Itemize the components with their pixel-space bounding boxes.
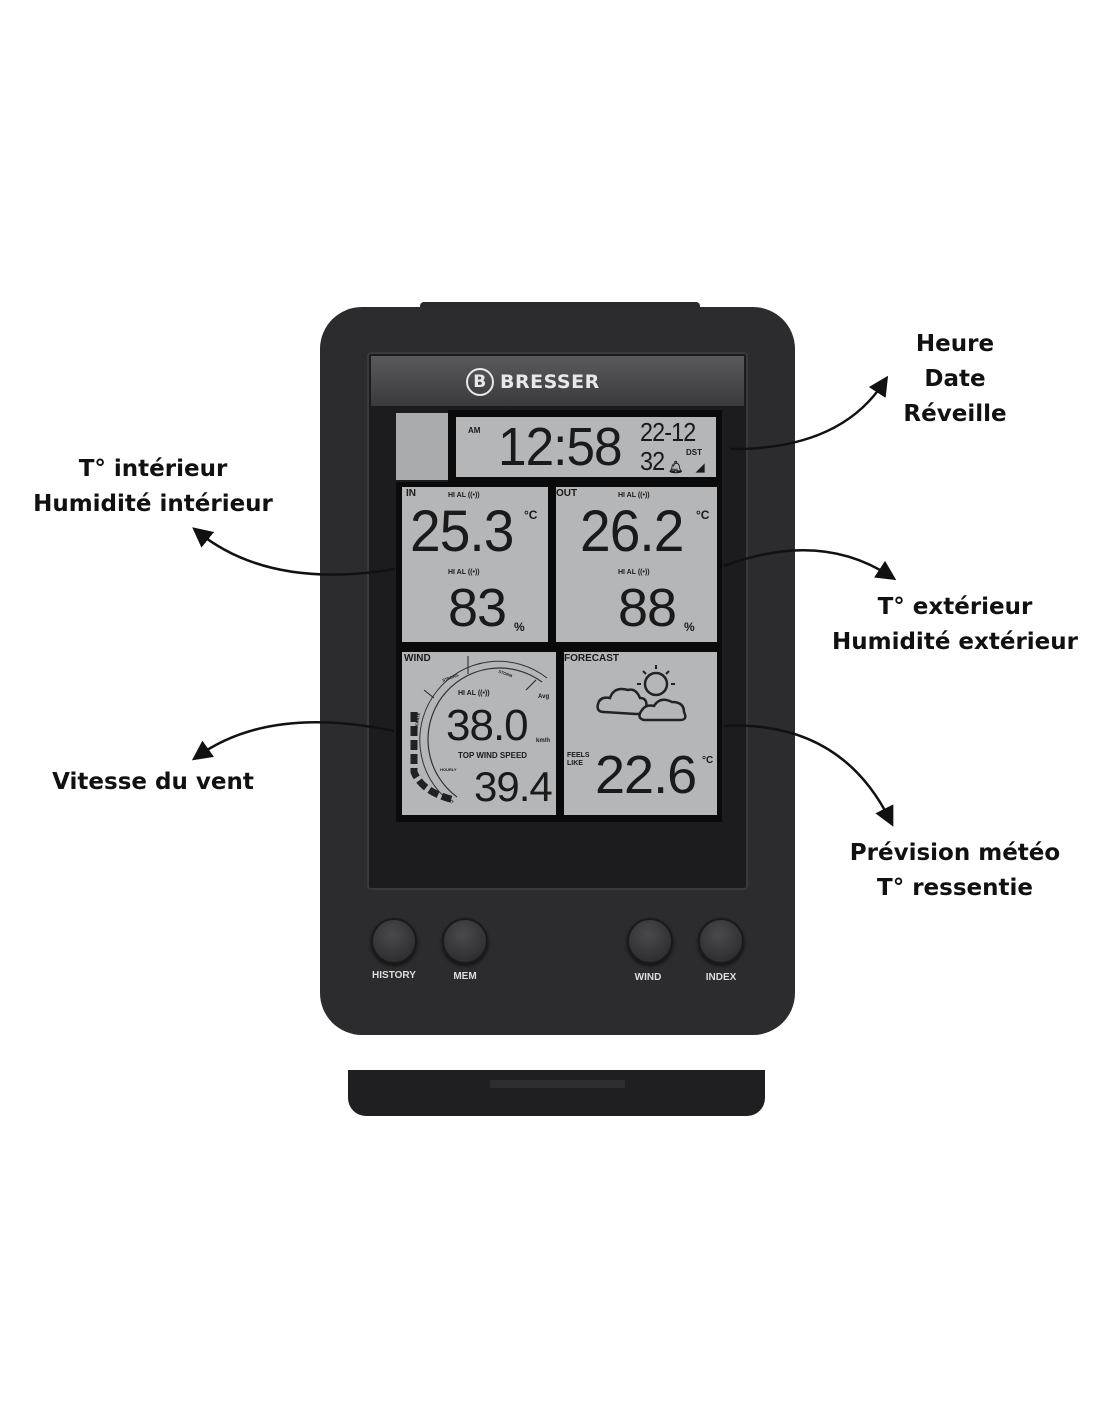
alarm-bell-icon: 🔔︎ [668, 460, 684, 474]
wind-speed: 38.0 [446, 701, 529, 750]
outdoor-humidity: 88 [618, 578, 677, 638]
indoor-panel: IN HI AL ((•)) 25.3 °C HI AL ((•)) 83 % [402, 487, 548, 642]
outdoor-temp: 26.2 [580, 499, 684, 564]
indoor-humidity: 83 [448, 578, 507, 638]
wind-button[interactable] [627, 918, 673, 964]
arrow-clock [729, 375, 889, 451]
wind-label: WIND [634, 972, 662, 983]
wind-gauge-arc [410, 656, 548, 804]
screen-glare [371, 356, 744, 406]
top-wind-speed: 39.4 [474, 763, 553, 810]
wind-panel: WIND HI AL ((•)) 38.0 Avg km/h TOP WIND … [402, 652, 556, 815]
clock-time: 12:58 [498, 417, 623, 477]
annotation-wind: Vitesse du vent [52, 769, 254, 795]
history-button[interactable] [371, 918, 417, 964]
time-panel: AM 12:58 22-12 32 DST 🔔︎ ◢ [456, 417, 716, 477]
seconds: 32 [640, 446, 665, 476]
mem-label: MEM [453, 971, 477, 982]
arrow-wind [191, 720, 395, 761]
partly-cloudy-icon [596, 665, 687, 722]
arrow-forecast [723, 724, 894, 827]
outdoor-panel: OUT HI AL ((•)) 26.2 °C HI AL ((•)) 88 % [556, 487, 717, 642]
logo-b-icon: B [466, 368, 494, 396]
radio-signal-icon: ◢ [696, 462, 705, 474]
device-stand [348, 1070, 765, 1116]
index-label: INDEX [705, 972, 737, 983]
blank-lcd-segment [396, 413, 448, 480]
stand-slot [490, 1080, 625, 1088]
index-button[interactable] [698, 918, 744, 964]
mem-button[interactable] [442, 918, 488, 964]
arrow-indoor [192, 527, 396, 576]
arrow-outdoor [723, 548, 897, 581]
date: 22-12 [640, 417, 696, 447]
feels-like-temp: 22.6 [595, 745, 697, 805]
history-label: HISTORY [372, 970, 416, 981]
indoor-temp: 25.3 [410, 499, 514, 564]
forecast-panel: FORECAST FEELS LIKE 22.6 °C [564, 652, 717, 815]
